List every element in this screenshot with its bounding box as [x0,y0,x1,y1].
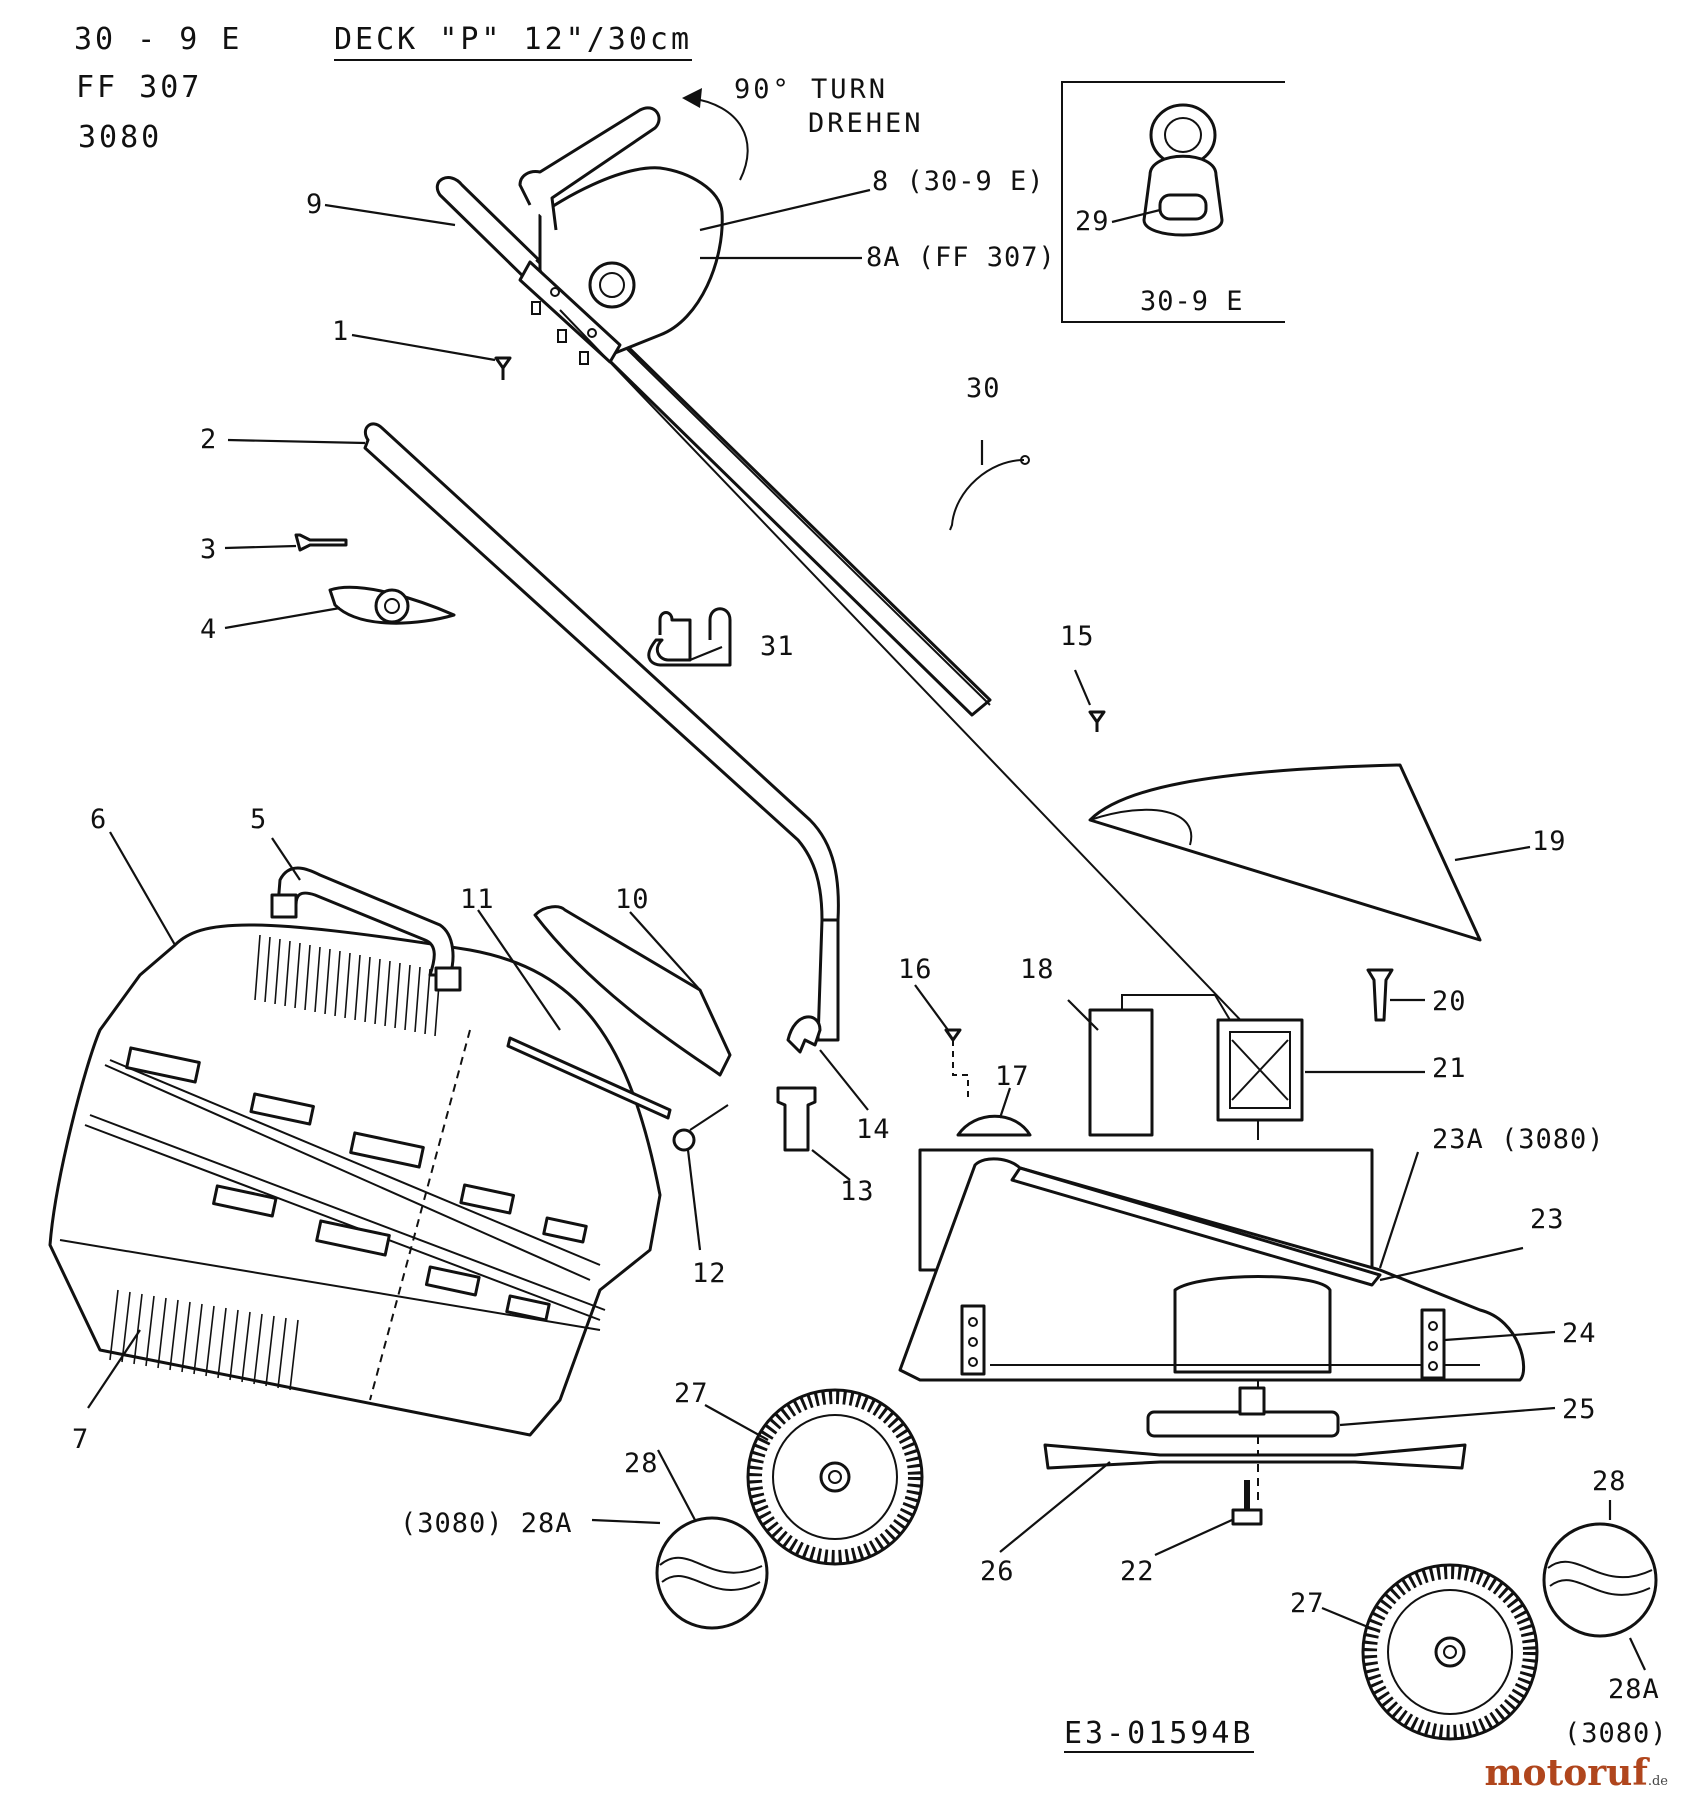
screw-part-15 [1088,710,1106,732]
label-part-27-left: 27 [674,1378,709,1409]
blade-adapter-part-25 [1146,1386,1340,1438]
label-part-15: 15 [1060,621,1095,652]
watermark-tld: .de [1647,1774,1668,1789]
label-part-3: 3 [200,534,217,565]
label-part-30: 30 [966,373,1001,404]
label-part-28a-right-model: (3080) [1564,1718,1668,1749]
label-part-7: 7 [72,1424,89,1455]
inset-box [1061,81,1285,323]
label-part-8: 8 (30-9 E) [872,166,1045,197]
wheel-part-27-right [1361,1563,1539,1741]
hubcap-part-28-right [1542,1522,1658,1638]
catcher-handle-part-5 [270,866,462,992]
label-part-19: 19 [1532,826,1567,857]
label-part-21: 21 [1432,1053,1467,1084]
label-part-10: 10 [615,884,650,915]
label-part-16: 16 [898,954,933,985]
clip-part-31 [647,607,732,667]
inset-model-label: 30-9 E [1140,286,1244,317]
label-part-22: 22 [1120,1556,1155,1587]
screw-part-1 [494,356,512,380]
cable-clip-part-30 [949,459,1025,531]
label-part-17: 17 [995,1061,1030,1092]
blade-bolt-part-22 [1231,1480,1263,1526]
label-part-1: 1 [332,316,349,347]
label-part-23: 23 [1530,1204,1565,1235]
model-3080: 3080 [78,120,163,155]
watermark-brand: motoruf [1484,1752,1648,1794]
blade-part-26 [1043,1443,1467,1470]
label-part-2: 2 [200,424,217,455]
hubcap-part-28-left [655,1516,769,1630]
model-ff307: FF 307 [76,70,203,105]
turn-label-en: 90° TURN [734,74,889,105]
label-part-28-left: 28 [624,1448,659,1479]
turn-arrow [689,97,749,181]
leader-lines [87,188,1646,1671]
switch-box-part-8 [518,106,724,365]
turn-arrowhead [682,88,702,108]
rod-part-11 [506,1036,672,1120]
label-part-28-right: 28 [1592,1466,1627,1497]
label-part-24: 24 [1562,1318,1597,1349]
bracket-part-17 [956,1114,1032,1137]
switch-part-21 [1216,1018,1304,1140]
label-part-6: 6 [90,804,107,835]
label-part-4: 4 [200,614,217,645]
label-part-25: 25 [1562,1394,1597,1425]
label-part-18: 18 [1020,954,1055,985]
bolt-part-3 [294,533,348,552]
label-part-27-right: 27 [1290,1588,1325,1619]
label-part-14: 14 [856,1114,891,1145]
label-part-5: 5 [250,804,267,835]
control-cable [559,309,1251,1031]
label-part-12: 12 [692,1258,727,1289]
leader-29 [1111,208,1161,224]
label-part-8a: 8A (FF 307) [866,242,1056,273]
label-part-20: 20 [1432,986,1467,1017]
spring-part-12 [672,1104,729,1152]
wing-knob-part-4 [328,585,456,625]
deck-housing [898,1148,1526,1500]
label-part-13: 13 [840,1176,875,1207]
lever-part-14 [786,1015,822,1054]
lower-handle-part-2 [363,422,840,1042]
watermark-logo: motoruf.de [1484,1752,1668,1794]
label-part-11: 11 [460,884,495,915]
label-part-28a-left: (3080) 28A [400,1508,573,1539]
deck-title: DECK "P" 12"/30cm [334,22,693,61]
turn-label-de: DREHEN [808,108,924,139]
model-30-9e: 30 - 9 E [74,22,243,57]
capacitor-part-18 [1088,1008,1154,1137]
label-part-28a-right: 28A [1608,1674,1660,1705]
bolt-part-20 [1366,968,1394,1022]
drawing-id: E3-01594B [1064,1716,1254,1753]
strap-clip-part-29 [1142,103,1224,237]
cap-part-13 [776,1086,817,1152]
label-part-9: 9 [306,189,323,220]
label-part-23a: 23A (3080) [1432,1124,1605,1155]
label-part-31: 31 [760,631,795,662]
wheel-part-27-left [746,1388,924,1566]
cover-part-19 [1088,763,1482,942]
label-part-26: 26 [980,1556,1015,1587]
grass-catcher-part-6 [48,923,662,1437]
screw-part-16 [944,1028,962,1042]
label-part-29: 29 [1075,206,1110,237]
flap-part-10 [533,905,732,1077]
